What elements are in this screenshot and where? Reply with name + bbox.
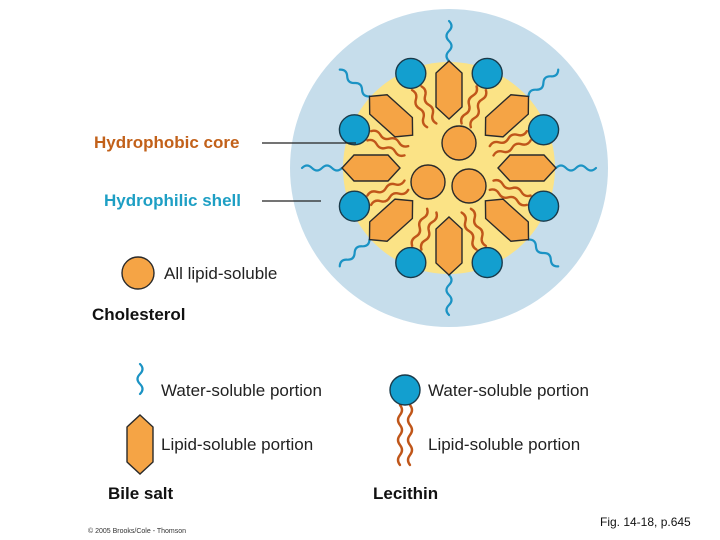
cholesterol-description: All lipid-soluble [164, 264, 278, 283]
lecithin-head [338, 114, 371, 146]
cholesterol-molecules [410, 125, 487, 204]
lecithin-legend-icon [389, 374, 421, 467]
bile-salt [368, 198, 414, 242]
cholesterol-legend-icon [121, 256, 155, 290]
cholesterol-title: Cholesterol [92, 305, 186, 324]
lecithin-head [338, 190, 371, 222]
cholesterol-sphere [441, 125, 477, 161]
bile-salt-water-soluble-label: Water-soluble portion [161, 381, 322, 400]
bile-salt [484, 94, 530, 138]
bile-salt-lipid-soluble-label: Lipid-soluble portion [161, 435, 314, 454]
hydrophilic-shell-label: Hydrophilic shell [104, 191, 241, 210]
lecithin-head [527, 114, 560, 146]
bile-salt-legend-icon [126, 362, 154, 475]
lecithin-head [471, 246, 503, 279]
lecithin-water-soluble-label: Water-soluble portion [428, 381, 589, 400]
hydrophobic-core-label: Hydrophobic core [94, 133, 240, 152]
lecithin-heads [338, 57, 560, 279]
bile-salt-title: Bile salt [108, 484, 174, 503]
bile-salt [341, 154, 401, 182]
bile-salt [435, 216, 463, 276]
bile-salts [341, 60, 557, 276]
copyright-credit: © 2005 Brooks/Cole - Thomson [88, 528, 187, 535]
lecithin-lipid-soluble-label: Lipid-soluble portion [428, 435, 581, 454]
figure-reference: Fig. 14-18, p.645 [600, 515, 691, 529]
bile-salt [497, 154, 557, 182]
lecithin-title: Lecithin [373, 484, 439, 503]
lecithin-head [471, 57, 503, 90]
bile-salt [484, 198, 530, 242]
bile-salt [368, 94, 414, 138]
lecithin-head [395, 246, 427, 279]
cholesterol-sphere [410, 164, 446, 200]
cholesterol-sphere [451, 168, 487, 204]
lecithin-head [527, 190, 560, 222]
bile-salt [435, 60, 463, 120]
lecithin-head [395, 57, 427, 90]
